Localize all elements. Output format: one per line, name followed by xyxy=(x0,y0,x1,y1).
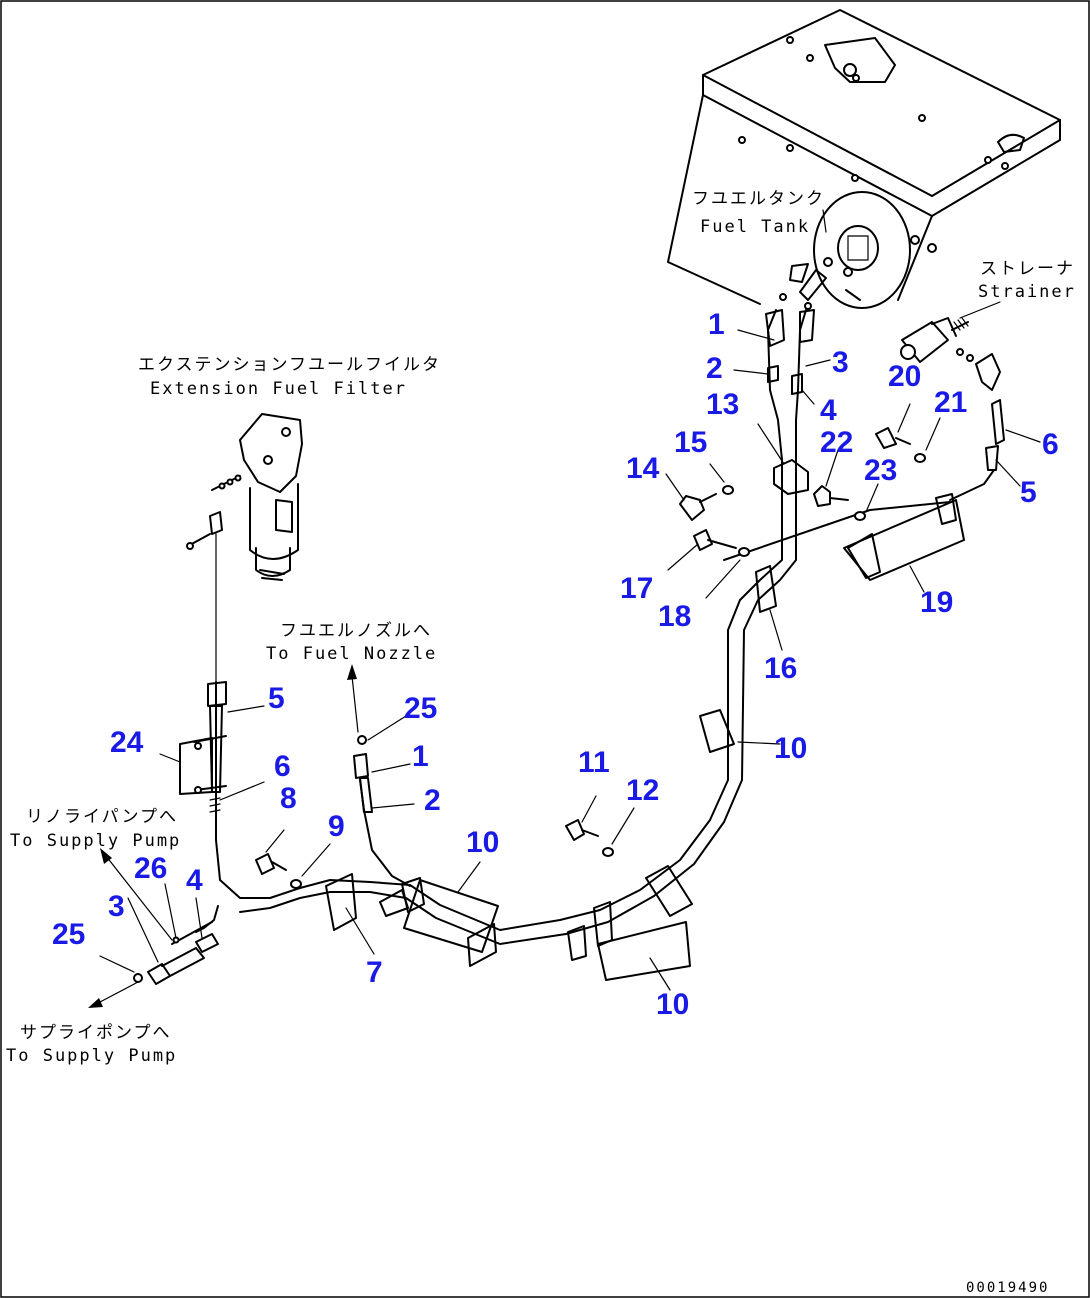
supply-pump-upper-label-en: To Supply Pump xyxy=(10,831,181,851)
callout-7: 7 xyxy=(366,956,383,989)
extension-fuel-filter xyxy=(186,413,303,683)
callout-2: 2 xyxy=(706,352,723,385)
callout-4: 4 xyxy=(820,394,837,427)
fuel-tank-label-jp: フユエルタンク xyxy=(692,189,825,209)
fuel-nozzle-arrow-head xyxy=(347,664,357,680)
drawing-number: 00019490 xyxy=(966,1280,1049,1296)
callout-5: 5 xyxy=(1020,476,1037,509)
strainer-label-en: Strainer xyxy=(978,282,1076,302)
fuel-tank xyxy=(667,9,1061,310)
callout-1: 1 xyxy=(708,308,725,341)
callout-numbers: 1 2 3 4 13 15 14 22 23 20 21 6 5 17 18 1… xyxy=(52,308,1059,1021)
callout-25: 25 xyxy=(404,692,437,725)
callout-18: 18 xyxy=(658,600,691,633)
callout-10: 10 xyxy=(656,988,689,1021)
callout-8: 8 xyxy=(280,782,297,815)
callout-22: 22 xyxy=(820,426,853,459)
callout-2: 2 xyxy=(424,784,441,817)
callout-4: 4 xyxy=(186,864,203,897)
callout-17: 17 xyxy=(620,572,653,605)
supply-pump-lower-label-en: To Supply Pump xyxy=(6,1046,177,1066)
strainer-leader xyxy=(959,301,1001,319)
supply-pump-upper-arrow-head xyxy=(100,848,112,864)
strainer xyxy=(900,317,1005,501)
ext-filter-label-jp: エクステンションフユールフイルタ xyxy=(138,355,441,375)
supply-pump-upper-arrow-line xyxy=(105,855,173,941)
callout-10: 10 xyxy=(466,826,499,859)
ext-filter-label-en: Extension Fuel Filter xyxy=(150,379,407,399)
callout-1: 1 xyxy=(412,740,429,773)
fuel-nozzle-label-en: To Fuel Nozzle xyxy=(266,644,437,664)
supply-pump-lower-label-jp: サプライポンプへ xyxy=(20,1023,172,1043)
fuel-tank-leader xyxy=(822,209,827,233)
supply-pump-lower-arrow-head xyxy=(88,998,103,1008)
callout-12: 12 xyxy=(626,774,659,807)
callout-leaders xyxy=(99,329,1041,991)
callout-14: 14 xyxy=(626,452,660,485)
callout-16: 16 xyxy=(764,652,797,685)
callout-10: 10 xyxy=(774,732,807,765)
callout-9: 9 xyxy=(328,810,345,843)
callout-20: 20 xyxy=(888,360,921,393)
bolts-and-washers xyxy=(255,427,926,889)
callout-5: 5 xyxy=(268,682,285,715)
callout-3: 3 xyxy=(832,346,849,379)
callout-21: 21 xyxy=(934,386,967,419)
supply-pump-lower-arrow-line xyxy=(99,981,139,1003)
supply-pump-upper-label-jp: リノライパンプへ xyxy=(26,807,178,827)
callout-23: 23 xyxy=(864,454,897,487)
callout-11: 11 xyxy=(578,746,610,779)
callout-6: 6 xyxy=(1042,428,1059,461)
strainer-label-jp: ストレーナ xyxy=(980,259,1075,279)
callout-15: 15 xyxy=(674,426,707,459)
clamps-and-brackets xyxy=(179,459,965,981)
callout-19: 19 xyxy=(920,586,953,619)
callout-24: 24 xyxy=(110,726,144,759)
fuel-nozzle-label-jp: フユエルノズルへ xyxy=(280,621,432,641)
fuel-nozzle-arrow-line xyxy=(351,675,359,733)
callout-25: 25 xyxy=(52,918,85,951)
callout-3: 3 xyxy=(108,890,125,923)
callout-6: 6 xyxy=(274,750,291,783)
callout-13: 13 xyxy=(706,388,739,421)
fuel-tank-label-en: Fuel Tank xyxy=(700,217,810,237)
callout-26: 26 xyxy=(134,852,167,885)
